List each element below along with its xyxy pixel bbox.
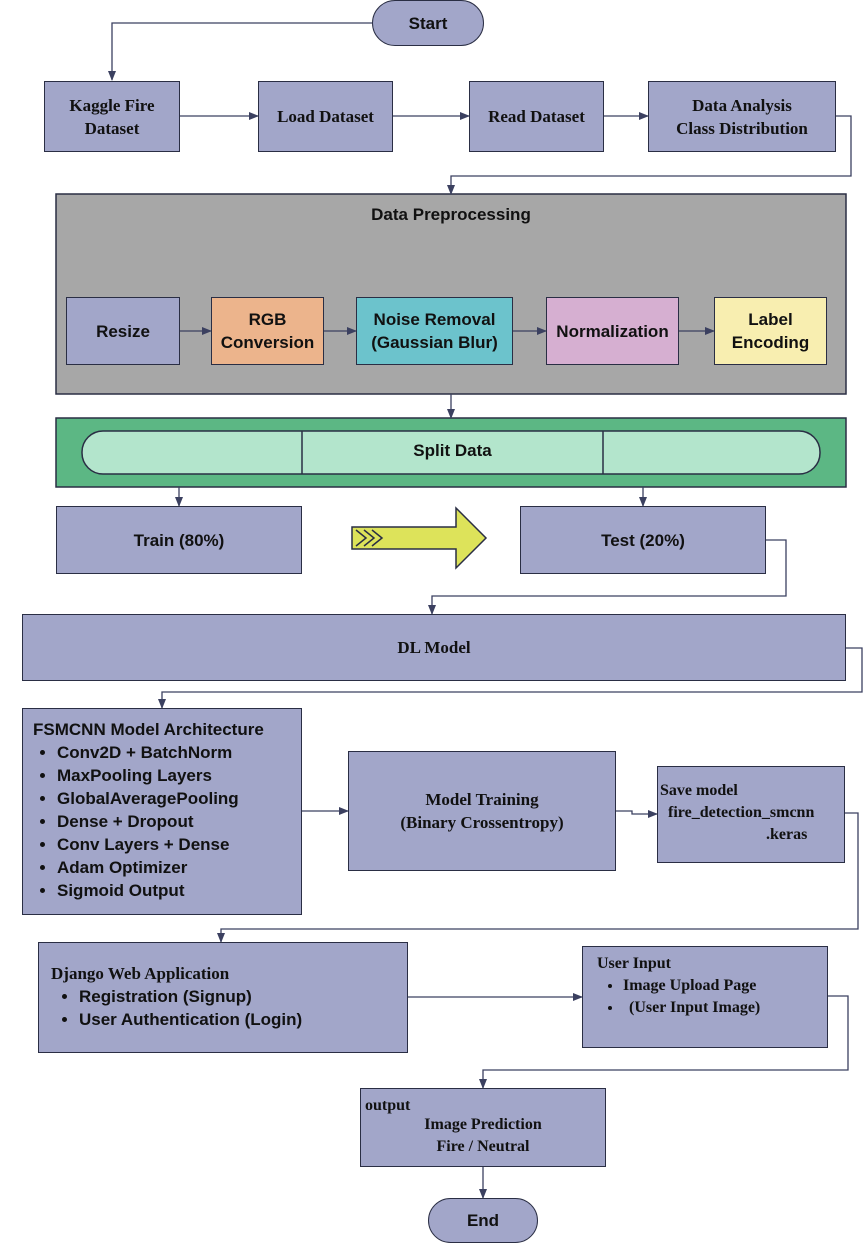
rgb-line-1: RGB xyxy=(248,310,287,329)
user-input-item: (User Input Image) xyxy=(623,997,760,1019)
output-line-2: Fire / Neutral xyxy=(436,1137,530,1155)
output-node: output Image Prediction Fire / Neutral xyxy=(360,1088,606,1167)
output-line-1: Image Prediction xyxy=(424,1115,542,1133)
rgb-line-2: Conversion xyxy=(220,333,315,352)
kaggle-line-1: Kaggle Fire xyxy=(69,95,155,115)
end-node: End xyxy=(428,1198,538,1243)
django-item: Registration (Signup) xyxy=(79,985,302,1008)
architecture-list: Conv2D + BatchNorm MaxPooling Layers Glo… xyxy=(33,741,239,902)
arrow-training-save xyxy=(616,810,658,818)
training-line-2: (Binary Crossentropy) xyxy=(400,813,564,832)
architecture-item: Sigmoid Output xyxy=(57,879,239,902)
save-model-node: Save model fire_detection_smcnn .keras xyxy=(657,766,845,863)
django-title: Django Web Application xyxy=(51,964,230,983)
split-data-bar xyxy=(81,430,821,475)
train-node: Train (80%) xyxy=(56,506,302,574)
architecture-item: Dense + Dropout xyxy=(57,810,239,833)
user-input-item: Image Upload Page xyxy=(623,975,760,997)
split-data-label: Split Data xyxy=(413,441,492,460)
kaggle-fire-dataset-node: Kaggle Fire Dataset xyxy=(44,81,180,152)
noise-removal-step: Noise Removal (Gaussian Blur) xyxy=(356,297,513,365)
noise-line-1: Noise Removal xyxy=(373,310,496,329)
resize-step: Resize xyxy=(66,297,180,365)
test-node: Test (20%) xyxy=(520,506,766,574)
analysis-line-1: Data Analysis xyxy=(692,95,792,115)
architecture-item: MaxPooling Layers xyxy=(57,764,239,787)
arrow-userinput-output xyxy=(479,995,849,1089)
django-list: Registration (Signup) User Authenticatio… xyxy=(51,985,302,1031)
data-preprocessing-title: Data Preprocessing xyxy=(371,205,531,224)
rgb-conversion-step: RGB Conversion xyxy=(211,297,324,365)
resize-line-1: Resize xyxy=(96,321,150,341)
model-training-node: Model Training (Binary Crossentropy) xyxy=(348,751,616,871)
save-line-2: fire_detection_smcnn xyxy=(668,804,815,821)
architecture-item: Conv Layers + Dense xyxy=(57,833,239,856)
architecture-item: GlobalAveragePooling xyxy=(57,787,239,810)
load-dataset-node: Load Dataset xyxy=(258,81,393,152)
label-encoding-step: Label Encoding xyxy=(714,297,827,365)
analysis-line-2: Class Distribution xyxy=(676,118,808,138)
normalization-line-1: Normalization xyxy=(556,321,669,341)
arrow-test-dlmodel xyxy=(428,539,787,615)
arrow-save-django xyxy=(217,812,859,943)
fsmcnn-architecture-node: FSMCNN Model Architecture Conv2D + Batch… xyxy=(22,708,302,915)
save-line-1: Save model xyxy=(660,782,738,799)
label-line-1: Label xyxy=(748,310,793,329)
train-to-test-arrow-icon xyxy=(351,506,488,570)
output-label: output xyxy=(365,1097,411,1114)
architecture-item: Conv2D + BatchNorm xyxy=(57,741,239,764)
data-analysis-node: Data Analysis Class Distribution xyxy=(648,81,836,152)
normalization-step: Normalization xyxy=(546,297,679,365)
dl-model-node: DL Model xyxy=(22,614,846,681)
architecture-title: FSMCNN Model Architecture xyxy=(33,720,264,739)
arrow-start-kaggle xyxy=(108,22,372,81)
arrow-analysis-preprocessing xyxy=(447,115,852,195)
label-line-2: Encoding xyxy=(731,333,810,352)
architecture-item: Adam Optimizer xyxy=(57,856,239,879)
user-input-list: Image Upload Page (User Input Image) xyxy=(597,975,760,1019)
read-dataset-node: Read Dataset xyxy=(469,81,604,152)
kaggle-line-2: Dataset xyxy=(84,118,140,138)
start-node: Start xyxy=(372,0,484,46)
noise-line-2: (Gaussian Blur) xyxy=(371,333,498,352)
user-input-node: User Input Image Upload Page (User Input… xyxy=(582,946,828,1048)
django-web-application-node: Django Web Application Registration (Sig… xyxy=(38,942,408,1053)
user-input-title: User Input xyxy=(597,955,671,972)
save-line-3: .keras xyxy=(766,826,808,843)
arrow-dlmodel-architecture xyxy=(158,647,863,709)
training-line-1: Model Training xyxy=(425,790,539,809)
django-item: User Authentication (Login) xyxy=(79,1008,302,1031)
